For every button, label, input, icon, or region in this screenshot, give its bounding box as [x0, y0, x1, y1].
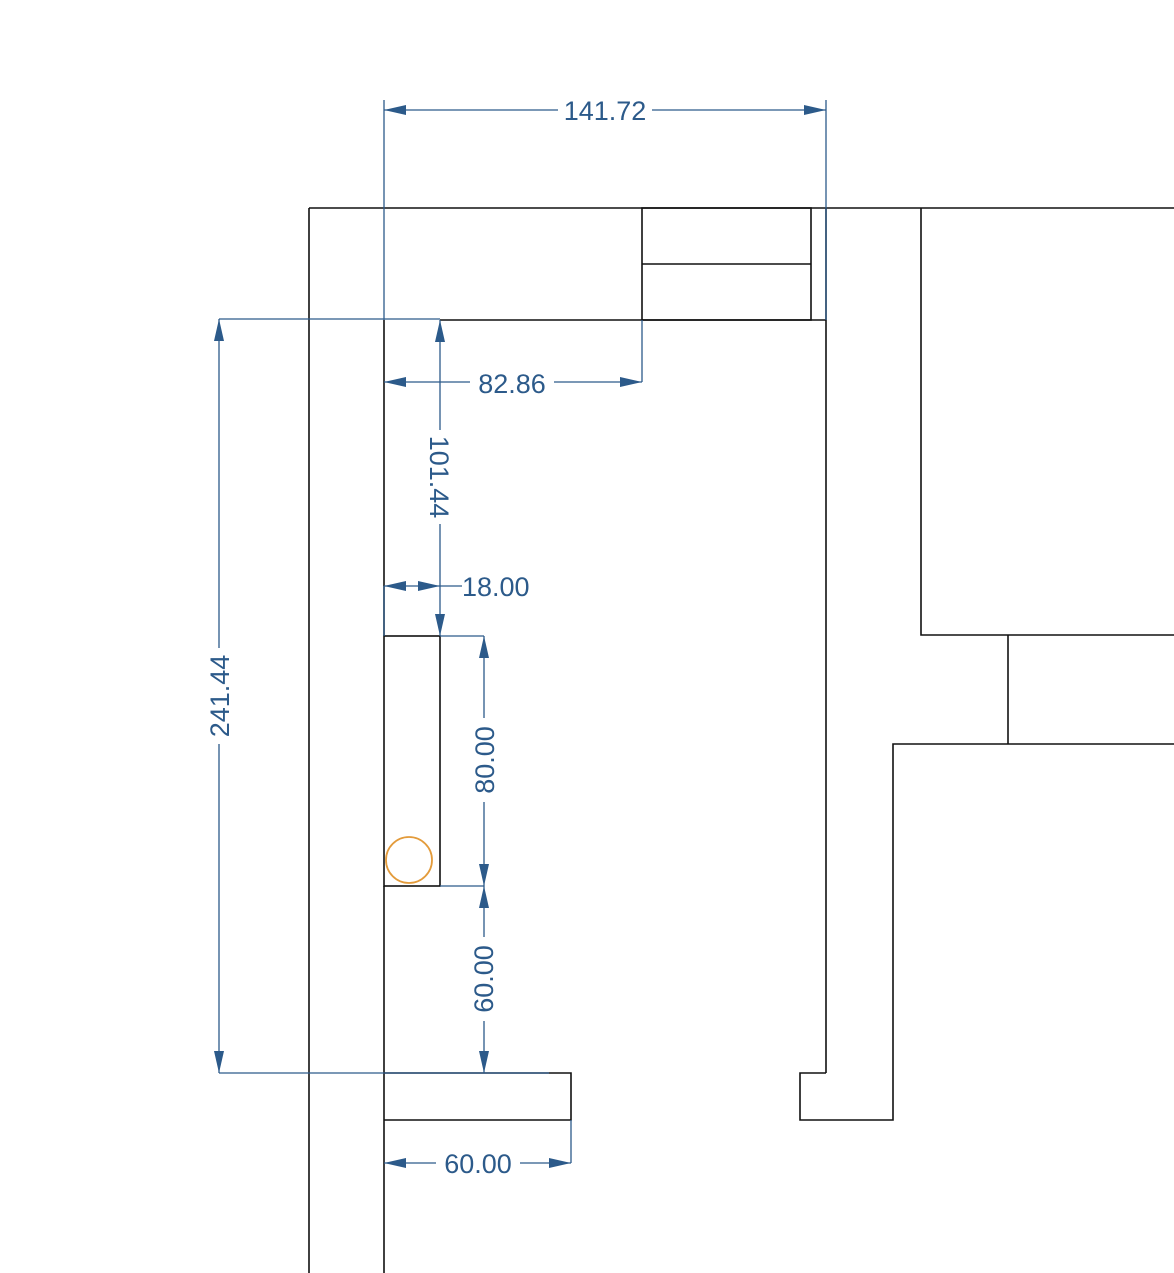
dim-niche-depth-label: 18.00 [462, 572, 530, 602]
dim-top-width-label: 141.72 [564, 96, 647, 126]
dim-bottom-width-label: 60.00 [444, 1149, 512, 1179]
fixture-marker-circle[interactable] [385, 836, 433, 884]
dim-total-height-label: 241.44 [205, 655, 235, 738]
dimension-lines: 141.72 82.86 241.44 101.44 [202, 92, 827, 1180]
right-room-outline [920, 208, 1174, 636]
dim-top-width-arrow-left [384, 105, 406, 115]
dim-top-width-arrow-right [804, 105, 826, 115]
dim-lower-gap: 60.00 [384, 885, 549, 1074]
dim-upper-depth: 101.44 [423, 320, 457, 636]
bottom-right-step [799, 743, 1174, 1121]
dim-niche-depth-arrow-right [418, 581, 440, 591]
dim-niche-height-label: 80.00 [470, 726, 500, 794]
dim-total-height-arrow-bottom [214, 1051, 224, 1073]
dim-total-height-arrow-top [214, 319, 224, 341]
dim-bottom-width: 60.00 [384, 1120, 572, 1180]
wall-niche [383, 635, 441, 887]
dim-upper-depth-arrow-top [435, 320, 445, 342]
dim-bottom-width-arrow-right [549, 1158, 571, 1168]
dim-bottom-width-arrow-left [384, 1158, 406, 1168]
dim-niche-depth: 18.00 [383, 572, 530, 636]
dim-upper-depth-arrow-bottom [435, 614, 445, 636]
dim-niche-height: 80.00 [440, 635, 501, 886]
dim-upper-offset-label: 82.86 [478, 369, 546, 399]
dim-niche-height-arrow-top [479, 636, 489, 658]
dim-niche-depth-arrow-left [384, 581, 406, 591]
wall-outlines [308, 207, 1174, 1273]
dim-upper-offset-arrow-left [384, 377, 406, 387]
dim-total-height: 241.44 [202, 318, 440, 1074]
dim-top-width: 141.72 [383, 92, 827, 320]
bottom-step-block [384, 1072, 572, 1121]
dim-lower-gap-label: 60.00 [469, 945, 499, 1013]
dim-upper-depth-label: 101.44 [424, 436, 454, 519]
dim-niche-height-arrow-bottom [479, 864, 489, 886]
dim-lower-gap-arrow-bottom [479, 1051, 489, 1073]
dim-upper-offset-arrow-right [620, 377, 642, 387]
dim-upper-offset: 82.86 [384, 320, 643, 399]
dim-lower-gap-arrow-top [479, 886, 489, 908]
